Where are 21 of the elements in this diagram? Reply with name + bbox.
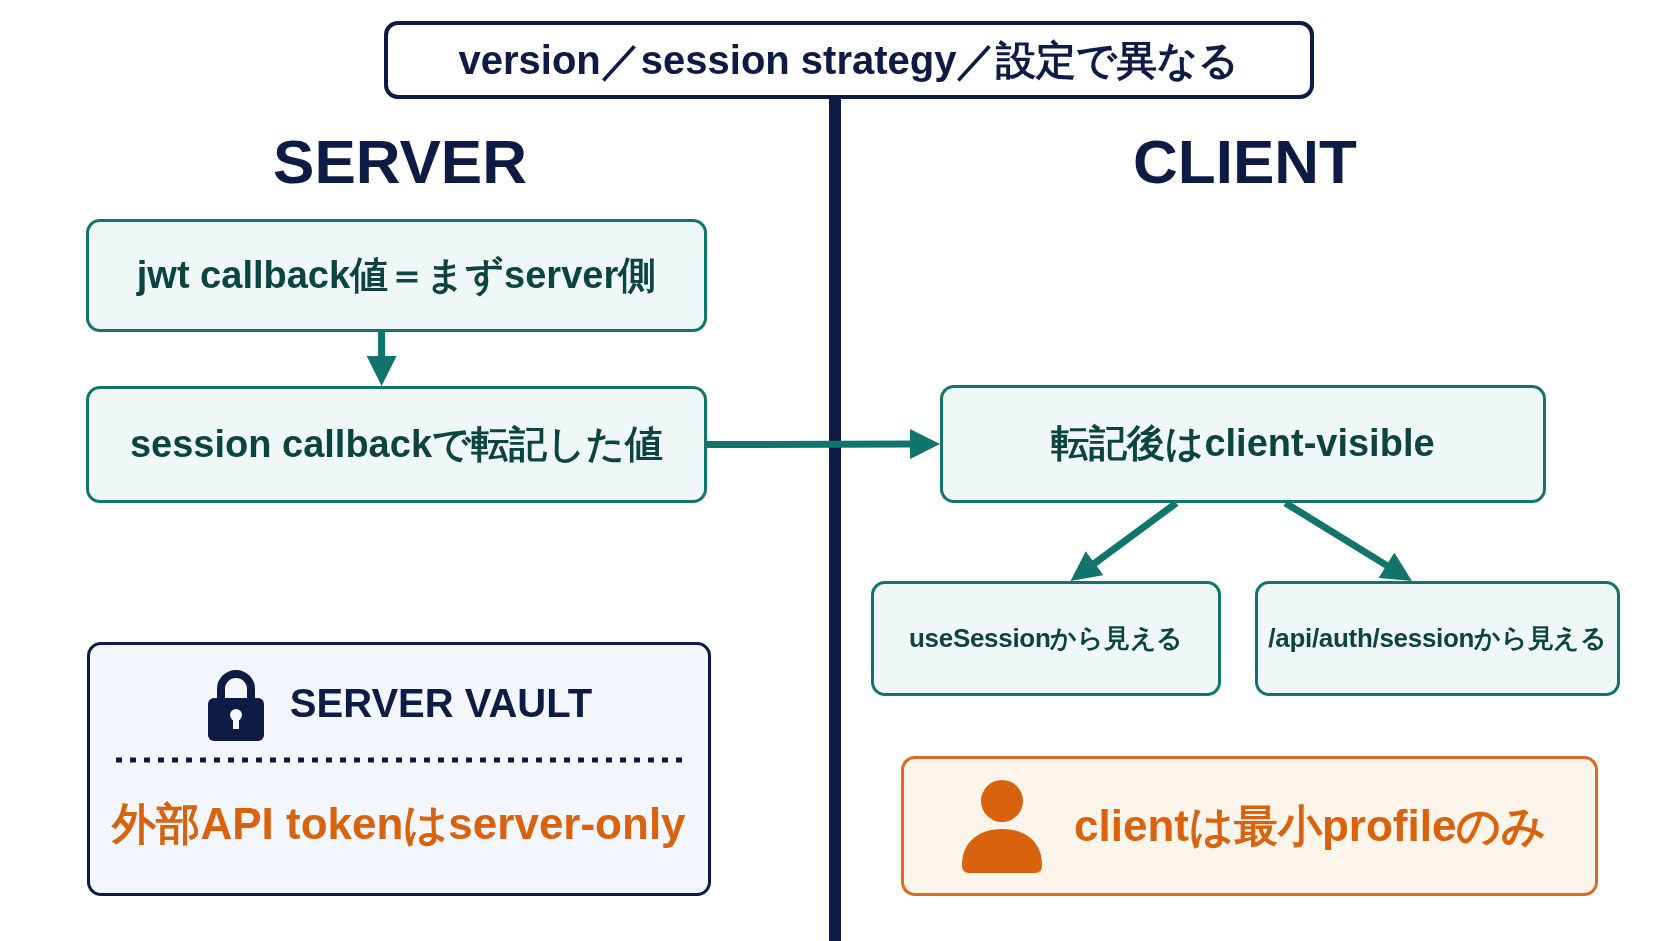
- step-text: /api/auth/sessionから見える: [1268, 623, 1607, 654]
- note-panel: [901, 756, 1598, 896]
- warning-text: 外部API tokenはserver-only: [110, 799, 687, 850]
- process-box: [871, 581, 1221, 696]
- title-text: version／session strategy／設定で異なる: [458, 37, 1240, 83]
- step-text: useSessionから見える: [909, 623, 1183, 654]
- process-box: [86, 386, 707, 503]
- column-heading: CLIENT: [1133, 126, 1357, 198]
- step-text: session callbackで転記した値: [129, 422, 664, 467]
- arrow: [707, 429, 940, 460]
- note-text: clientは最小profileのみ: [1074, 800, 1547, 852]
- process-box: [940, 385, 1546, 503]
- process-box: [86, 219, 707, 332]
- process-box: [1255, 581, 1620, 696]
- step-text: 転記後はclient-visible: [1051, 422, 1435, 466]
- arrow: [366, 332, 397, 386]
- step-text: jwt callback値＝まずserver側: [136, 253, 657, 298]
- title-box: [384, 21, 1314, 99]
- vault-panel: [87, 642, 711, 896]
- column-heading: SERVER: [273, 126, 527, 198]
- panel-heading: SERVER VAULT: [289, 680, 593, 726]
